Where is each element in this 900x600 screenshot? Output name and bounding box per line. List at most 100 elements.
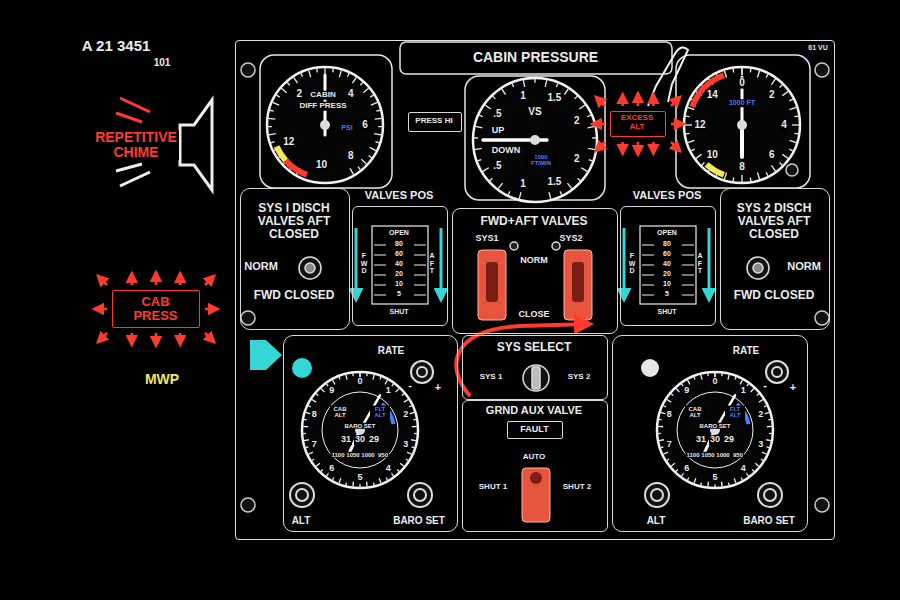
dial-number: 31 bbox=[340, 435, 352, 445]
dial-ticks bbox=[688, 107, 695, 109]
dial-ticks bbox=[750, 177, 752, 181]
dial-ticks bbox=[686, 133, 690, 135]
dial-ticks bbox=[281, 88, 286, 92]
annotation: 101 bbox=[153, 58, 172, 69]
valve-position-scale bbox=[642, 245, 654, 246]
dial-ticks bbox=[707, 482, 709, 487]
dial-ticks bbox=[735, 377, 736, 380]
dial-ticks bbox=[714, 484, 715, 487]
screw bbox=[241, 63, 829, 512]
dial-ticks bbox=[347, 73, 349, 76]
valve-position-scale bbox=[374, 275, 386, 276]
valve-position-scale bbox=[372, 226, 428, 304]
dial-ticks bbox=[378, 126, 382, 127]
dial-number: 7 bbox=[666, 440, 673, 450]
dial-ticks bbox=[352, 77, 356, 83]
dial-number: 0 bbox=[356, 377, 363, 387]
dial-ticks bbox=[767, 446, 770, 448]
dial-ticks bbox=[579, 105, 585, 109]
dial-ticks bbox=[766, 74, 768, 77]
dial-ticks bbox=[667, 459, 669, 460]
dial-number: 9 bbox=[328, 386, 335, 396]
dial-number: 8 bbox=[347, 150, 355, 161]
dial-ticks bbox=[686, 115, 690, 117]
dial-ticks bbox=[316, 394, 318, 396]
dial-number: 6 bbox=[328, 464, 335, 474]
dial-ticks bbox=[379, 478, 381, 483]
indicator-light bbox=[292, 358, 312, 378]
node-label: OPEN bbox=[389, 229, 409, 237]
dial-ticks bbox=[483, 168, 489, 172]
dial-ticks bbox=[658, 433, 661, 434]
dial-number: CAB ALT bbox=[685, 406, 705, 419]
node-heading: RATE bbox=[733, 346, 759, 357]
dial-ticks bbox=[474, 137, 478, 138]
dial-number: 3 bbox=[402, 440, 409, 450]
dial-ticks bbox=[287, 82, 290, 85]
valve-position-scale bbox=[374, 245, 386, 246]
dial-number: 1100 bbox=[330, 452, 345, 458]
dial-ticks bbox=[373, 375, 374, 380]
dial-number: .5 bbox=[492, 161, 502, 172]
dial-ticks bbox=[370, 147, 376, 150]
dial-number: UP bbox=[491, 126, 506, 136]
dial-number: 4 bbox=[740, 464, 747, 474]
dial-ticks bbox=[404, 399, 408, 402]
valve-position-scale bbox=[642, 285, 654, 286]
dial-ticks bbox=[360, 82, 363, 85]
node-heading: SYS 2 DISCH VALVES AFT CLOSED bbox=[722, 202, 826, 241]
dial-ticks bbox=[560, 191, 562, 194]
dial-ticks bbox=[316, 69, 318, 73]
node-heading: PRESS HI bbox=[415, 117, 452, 126]
dial-ticks bbox=[792, 124, 799, 125]
dial-number: 12 bbox=[693, 120, 706, 131]
dial-ticks bbox=[312, 459, 314, 460]
dial-ticks bbox=[771, 165, 775, 171]
node-label: BARO SET bbox=[393, 516, 445, 527]
dial-ticks bbox=[741, 478, 742, 480]
dial-ticks bbox=[406, 459, 408, 460]
range-band bbox=[705, 162, 725, 177]
speaker-icon bbox=[180, 100, 212, 190]
node-label: 60 bbox=[395, 250, 403, 258]
node-heading: EXCESS ALT bbox=[616, 114, 658, 131]
dial-ticks bbox=[534, 79, 535, 83]
dial-number: 0 bbox=[711, 377, 718, 387]
panel-box: SYS SELECTSYS 1SYS 2 bbox=[462, 335, 608, 400]
node-label: BARO SET bbox=[743, 516, 795, 527]
dial-number: 2 bbox=[296, 89, 304, 100]
alert-arrows bbox=[671, 97, 680, 106]
node-heading: VALVES POS bbox=[633, 190, 702, 202]
dial-ticks bbox=[294, 77, 298, 83]
node-label: NORM bbox=[244, 261, 278, 273]
screw bbox=[786, 164, 798, 176]
dial-ticks bbox=[371, 102, 377, 105]
dial-ticks bbox=[366, 373, 368, 376]
alert-arrows bbox=[637, 142, 640, 155]
dial-ticks bbox=[479, 115, 483, 117]
alert-arrows bbox=[94, 308, 107, 311]
dial-ticks bbox=[661, 446, 664, 448]
dial-ticks bbox=[358, 167, 360, 170]
dial-number: CAB ALT bbox=[330, 406, 350, 419]
gauge-dial bbox=[677, 392, 753, 468]
alert-arrows bbox=[621, 94, 624, 106]
alert-arrows bbox=[637, 93, 640, 106]
alert-arrows bbox=[621, 142, 624, 154]
dial-number: DIFF PRESS bbox=[298, 102, 347, 111]
dial-ticks bbox=[790, 140, 797, 142]
dial-ticks bbox=[374, 134, 381, 135]
dial-number: BARO SET bbox=[698, 423, 731, 429]
panel-box: FWD+AFT VALVESSYS1SYS2NORMCLOSE bbox=[452, 208, 618, 334]
dial-ticks bbox=[564, 89, 568, 95]
dial-ticks bbox=[309, 70, 311, 77]
dial-ticks bbox=[370, 95, 373, 97]
dial-number: 10 bbox=[706, 149, 719, 160]
dial-ticks bbox=[411, 439, 416, 441]
panel-box: SYS I DISCH VALVES AFT CLOSEDNORMFWD CLO… bbox=[240, 188, 350, 330]
panel-box: GRND AUX VALVEAUTOSHUT 1SHUT 2FAULT bbox=[462, 400, 608, 532]
dial-ticks bbox=[588, 148, 595, 149]
node-heading: SYS I DISCH VALVES AFT CLOSED bbox=[242, 202, 346, 241]
dial-ticks bbox=[688, 478, 689, 480]
node-label: AFT bbox=[429, 252, 436, 275]
